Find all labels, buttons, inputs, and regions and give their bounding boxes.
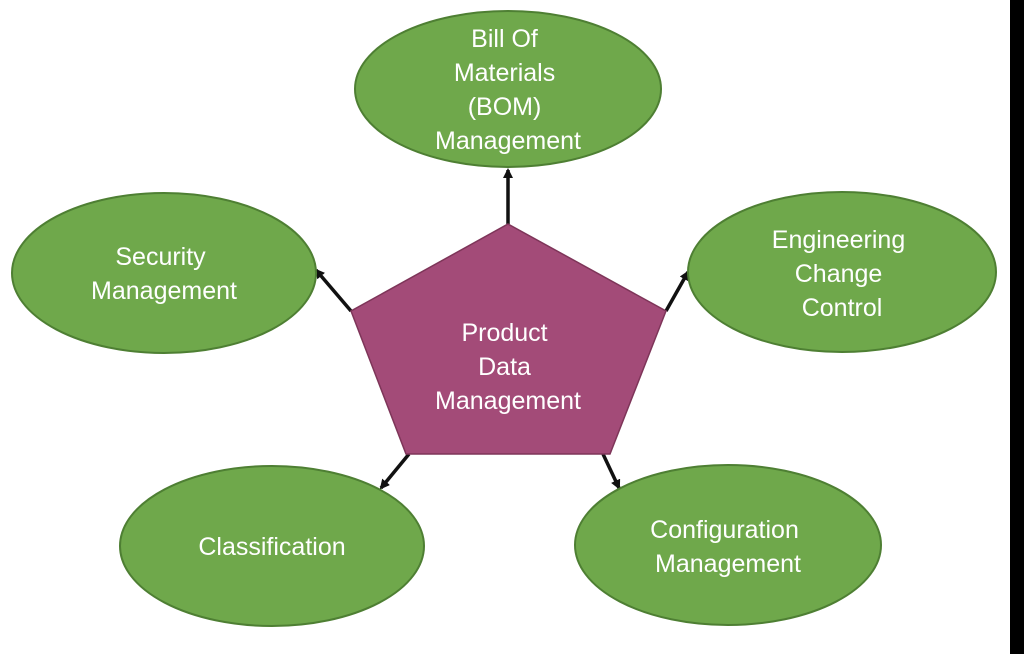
node-engineering-label: Engineering Change Control <box>772 226 912 322</box>
node-classification-line-1: Classification <box>198 533 345 561</box>
node-security-label: Security Management <box>91 243 237 305</box>
node-configuration-label: Configuration Management <box>650 516 806 578</box>
node-bom-line-1: Bill Of <box>471 25 538 53</box>
node-configuration-line-2: Management <box>655 550 801 578</box>
node-security: Security Management <box>11 192 317 354</box>
node-security-line-1: Security <box>115 243 206 271</box>
hub-line-3: Management <box>435 387 581 415</box>
node-bom-line-4: Management <box>435 127 581 155</box>
node-bom-line-3: (BOM) <box>468 93 542 121</box>
node-engineering-line-3: Control <box>802 294 883 322</box>
connector-to-engineering <box>664 270 690 312</box>
hub-pentagon <box>350 223 667 455</box>
hub-line-1: Product <box>461 319 547 347</box>
node-security-ellipse <box>11 192 317 354</box>
node-classification-label: Classification <box>198 533 345 561</box>
node-bom-label: Bill Of Materials (BOM) Management <box>435 25 581 155</box>
node-engineering-ellipse <box>687 191 997 353</box>
connector-to-classification <box>379 452 411 490</box>
node-configuration: Configuration Management <box>574 464 882 626</box>
node-configuration-line-1: Configuration <box>650 516 799 544</box>
node-engineering: Engineering Change Control <box>687 191 997 353</box>
node-bom: Bill Of Materials (BOM) Management <box>354 10 662 168</box>
node-classification-ellipse <box>119 465 425 627</box>
node-bom-line-2: Materials <box>454 59 555 87</box>
hub: Product Data Management <box>350 223 667 455</box>
node-security-line-2: Management <box>91 277 237 305</box>
node-configuration-ellipse <box>574 464 882 626</box>
connector-to-configuration <box>601 453 621 490</box>
connector-to-security <box>314 268 353 313</box>
node-engineering-line-1: Engineering <box>772 226 905 254</box>
node-bom-ellipse <box>354 10 662 168</box>
connectors <box>314 168 690 490</box>
node-engineering-line-2: Change <box>795 260 883 288</box>
node-classification: Classification <box>119 465 425 627</box>
hub-line-2: Data <box>478 353 531 381</box>
hub-label: Product Data Management <box>435 319 581 415</box>
